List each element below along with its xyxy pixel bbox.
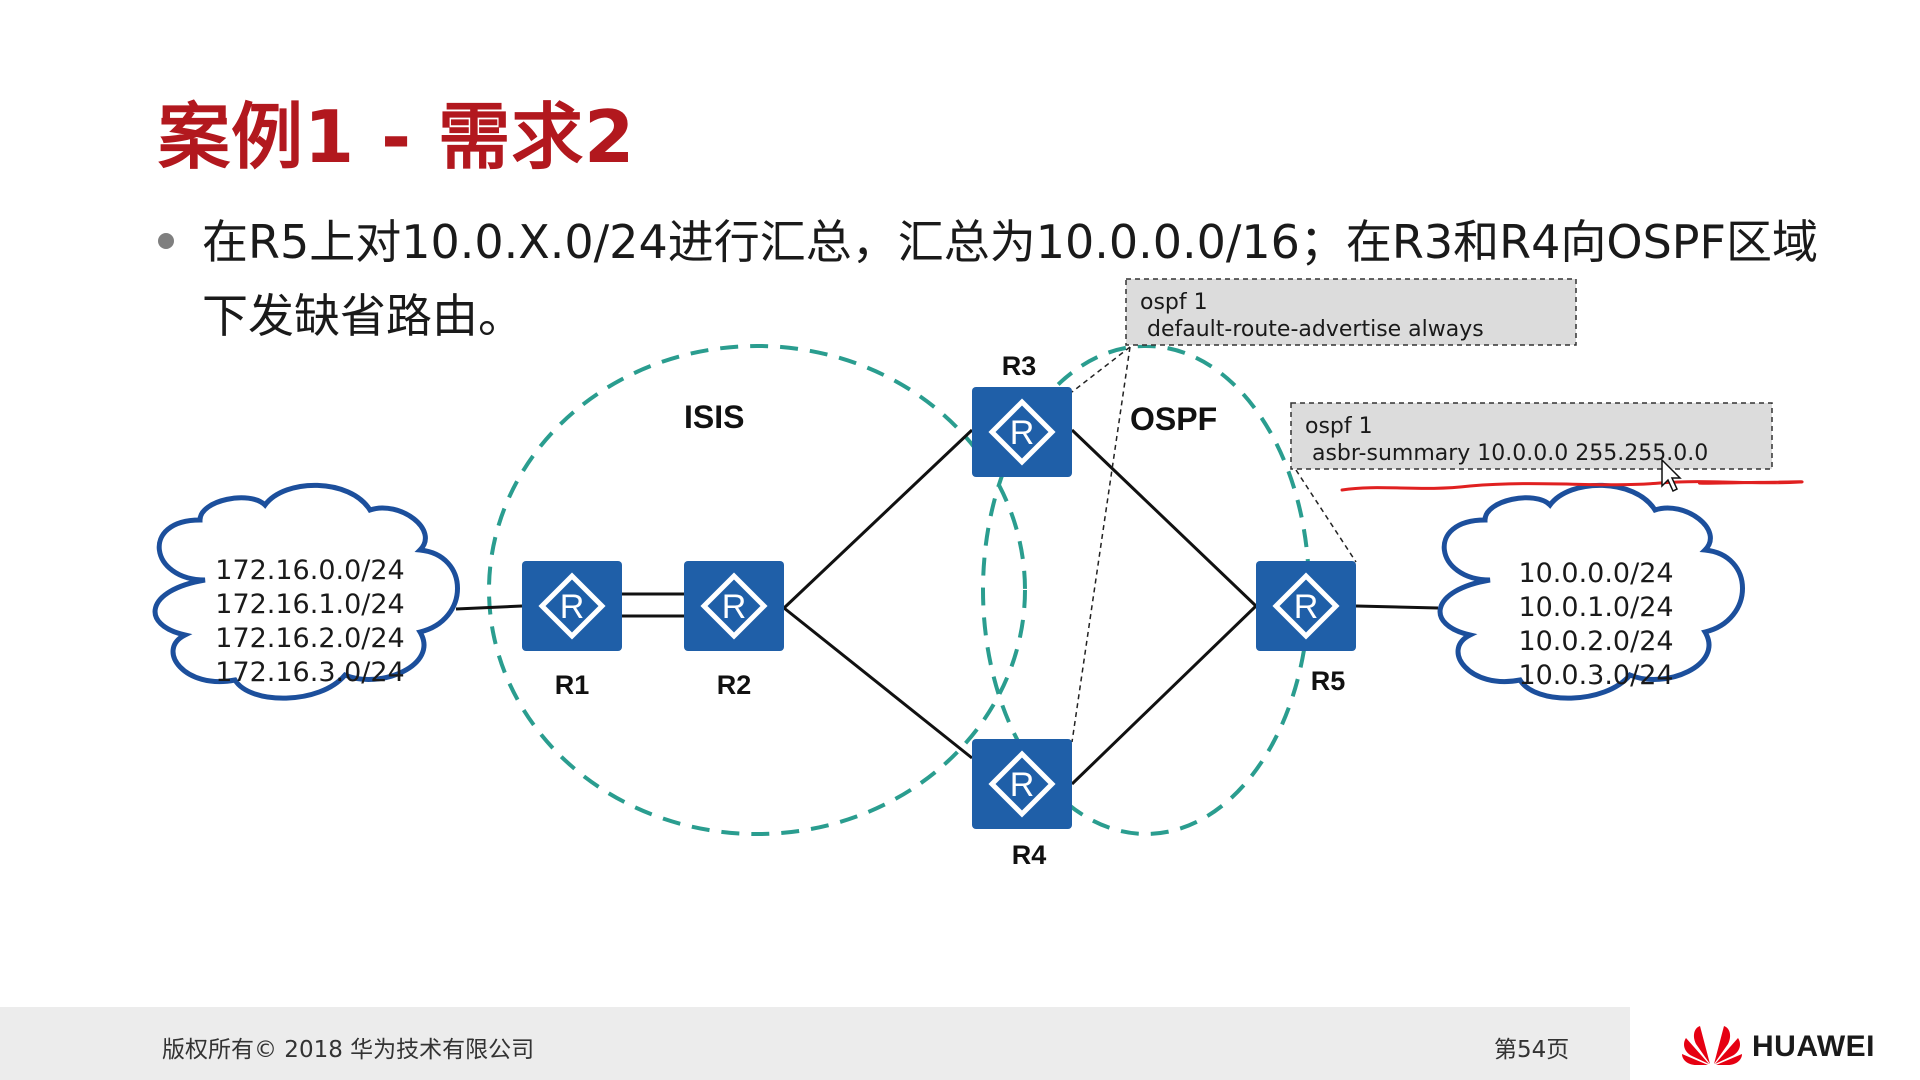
link-r2-r4 — [783, 606, 973, 760]
right-cloud-net-2: 10.0.1.0/24 — [1518, 592, 1673, 623]
router-r2-glyph: R — [722, 588, 747, 626]
right-cloud-net-4: 10.0.3.0/24 — [1518, 660, 1673, 691]
bullet-text: 在R5上对10.0.X.0/24进行汇总，汇总为10.0.0.0/16；在R3和… — [202, 215, 1818, 343]
isis-domain — [487, 344, 1027, 836]
link-r4-r5 — [1070, 604, 1258, 786]
isis-label: ISIS — [684, 399, 744, 435]
callout-r5-line2: asbr-summary 10.0.0.0 255.255.0.0 — [1305, 441, 1708, 466]
leader-r3-b — [1071, 346, 1131, 743]
right-cloud — [1437, 482, 1745, 701]
router-r1-label: R1 — [555, 670, 590, 700]
link-r5-cloud — [1355, 604, 1439, 610]
right-cloud-net-1: 10.0.0.0/24 — [1518, 558, 1673, 589]
link-r3-r5 — [1070, 428, 1258, 608]
router-r4-glyph: R — [1010, 766, 1035, 804]
left-cloud-net-3: 172.16.2.0/24 — [215, 623, 404, 654]
left-cloud-net-1: 172.16.0.0/24 — [215, 555, 404, 586]
left-cloud — [152, 482, 460, 701]
callout-r5-box — [1290, 402, 1773, 470]
router-r4-label: R4 — [1012, 840, 1047, 870]
ospf-label: OSPF — [1130, 401, 1217, 437]
link-cloud-r1 — [455, 604, 523, 611]
links — [455, 428, 1439, 786]
router-r3-glyph: R — [1010, 414, 1035, 452]
link-r2-r3 — [782, 428, 974, 610]
copyright-text: 版权所有© 2018 华为技术有限公司 — [162, 1037, 535, 1063]
router-r5-glyph: R — [1294, 588, 1319, 626]
left-cloud-net-2: 172.16.1.0/24 — [215, 589, 404, 620]
leader-r5 — [1295, 469, 1357, 563]
callout-r3-line2: default-route-advertise always — [1140, 317, 1484, 342]
footer-bar — [0, 1007, 1920, 1080]
bullet-dot — [158, 233, 174, 249]
slide-title: 案例1 - 需求2 — [158, 95, 636, 179]
left-cloud-net-4: 172.16.3.0/24 — [215, 657, 404, 688]
callout-r3-line1: ospf 1 — [1140, 290, 1208, 315]
router-r1-glyph: R — [560, 588, 585, 626]
router-r2-label: R2 — [717, 670, 752, 700]
huawei-logo-icon — [1682, 1026, 1742, 1065]
callout-r5-line1: ospf 1 — [1305, 414, 1373, 439]
red-underline-annotation — [1340, 480, 1804, 492]
mouse-cursor-icon — [1661, 458, 1682, 493]
router-r3-label: R3 — [1002, 351, 1037, 381]
huawei-brand-text: HUAWEI — [1752, 1030, 1875, 1063]
page-number: 第54页 — [1494, 1037, 1570, 1063]
right-cloud-net-3: 10.0.2.0/24 — [1518, 626, 1673, 657]
leader-r3-a — [1071, 346, 1131, 393]
router-r5-label: R5 — [1311, 666, 1346, 696]
callout-r3-box — [1125, 278, 1577, 346]
footer-brand-area — [1630, 1007, 1920, 1080]
network-diagram: 172.16.0.0/24 172.16.1.0/24 172.16.2.0/2… — [152, 278, 1804, 870]
